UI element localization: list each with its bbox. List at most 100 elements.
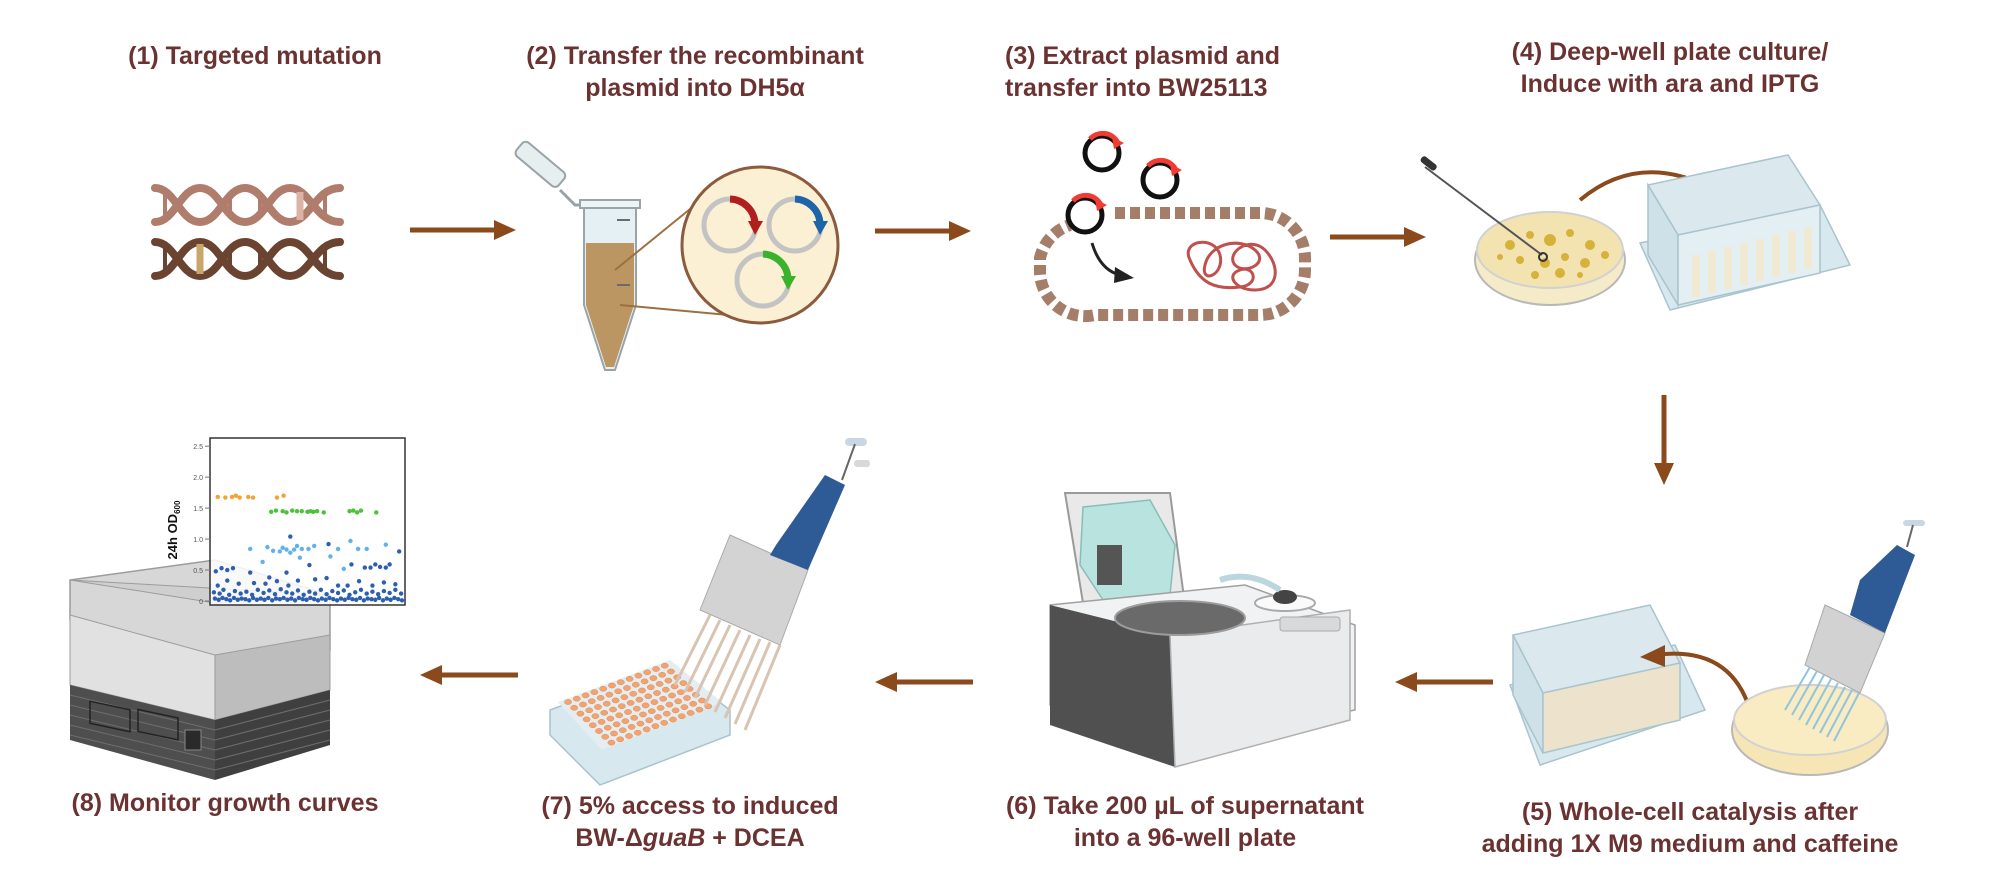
well-icon — [618, 727, 627, 734]
y-tick-label: 1.0 — [193, 537, 203, 544]
data-point-light-blue — [341, 566, 346, 571]
data-point-dark-blue — [323, 597, 328, 602]
arrow-3-to-4-icon — [1330, 227, 1426, 247]
data-point-dark-blue — [381, 588, 387, 594]
well-icon — [621, 718, 630, 724]
well-icon — [630, 714, 639, 721]
data-point-green — [280, 509, 285, 514]
data-point-dark-blue — [315, 598, 321, 603]
well-icon — [616, 679, 625, 686]
well-icon — [615, 712, 624, 719]
data-point-dark-blue — [290, 591, 295, 596]
data-point-light-blue — [311, 543, 317, 549]
data-point-dark-blue — [277, 596, 283, 602]
data-point-green — [294, 509, 300, 514]
data-point-dark-blue — [211, 590, 217, 595]
data-point-dark-blue — [273, 596, 279, 601]
y-tick-label: 0 — [199, 599, 203, 606]
data-point-light-blue — [299, 546, 304, 552]
data-point-dark-blue — [250, 595, 256, 601]
plasmid-icon — [1140, 157, 1182, 200]
data-point-dark-blue — [335, 590, 341, 596]
data-point-orange — [246, 494, 251, 500]
petri-dish-icon — [1474, 211, 1626, 306]
centrifuge-icon — [1049, 492, 1356, 768]
well-icon — [599, 685, 608, 692]
well-icon — [638, 687, 646, 694]
data-point-light-blue — [280, 545, 285, 550]
well-icon — [597, 719, 606, 725]
data-point-orange — [229, 494, 235, 500]
data-point-dark-blue — [342, 597, 347, 602]
data-point-dark-blue — [300, 596, 305, 602]
data-point-dark-blue — [345, 583, 350, 588]
data-point-dark-blue — [226, 592, 232, 598]
data-point-dark-blue — [284, 590, 289, 595]
well-icon — [631, 681, 640, 688]
data-point-dark-blue — [254, 597, 260, 602]
well-icon — [633, 729, 642, 736]
dna-double-helix-icon — [151, 183, 344, 281]
inoculating-loop-icon — [1424, 166, 1543, 256]
data-point-dark-blue — [286, 583, 291, 588]
data-point-dark-blue — [236, 581, 241, 586]
data-point-dark-blue — [312, 577, 318, 582]
well-icon — [667, 668, 675, 675]
data-point-dark-blue — [216, 597, 221, 602]
data-point-dark-blue — [380, 598, 386, 603]
multichannel-pipette-deep-well-plate-icon — [1509, 520, 1925, 776]
well-icon — [594, 704, 602, 710]
data-point-green — [269, 509, 274, 515]
step-7-strain-suffix: + DCEA — [705, 824, 805, 852]
data-point-orange — [223, 495, 228, 500]
well-icon — [651, 723, 660, 729]
data-point-light-blue — [355, 546, 361, 552]
well-icon — [689, 700, 698, 707]
well-icon — [656, 705, 665, 711]
data-point-light-blue — [260, 559, 265, 565]
data-point-dark-blue — [232, 588, 238, 594]
step-1-label-line-1: (1) Targeted mutation — [128, 42, 382, 70]
arrow-2-to-3-icon — [875, 221, 971, 241]
well-icon — [649, 675, 658, 681]
data-point-dark-blue — [364, 591, 369, 596]
step-7-label: (7) 5% access to induced BW-ΔguaB + DCEA — [510, 790, 870, 854]
data-point-dark-blue — [383, 565, 389, 570]
well-icon — [570, 704, 579, 711]
data-point-dark-blue — [225, 578, 230, 583]
data-point-dark-blue — [373, 562, 378, 567]
step-5-label-line-2: adding 1X M9 medium and caffeine — [1481, 830, 1899, 858]
data-point-dark-blue — [357, 595, 363, 601]
data-point-green — [311, 509, 316, 515]
data-point-dark-blue — [212, 596, 218, 601]
data-point-dark-blue — [354, 597, 359, 602]
step-8-label: (8) Monitor growth curves — [55, 787, 395, 819]
data-point-dark-blue — [335, 583, 341, 588]
well-icon — [564, 699, 572, 705]
data-point-dark-blue — [308, 595, 313, 601]
data-point-dark-blue — [274, 578, 280, 584]
data-point-dark-blue — [392, 595, 397, 601]
data-point-green — [374, 510, 379, 515]
data-point-green — [354, 510, 360, 515]
well-icon — [617, 703, 626, 710]
petri-dish-icon — [1731, 684, 1889, 776]
data-point-dark-blue — [292, 598, 298, 603]
microtube-with-plasmids-icon — [514, 140, 840, 371]
chromosome-icon — [1186, 240, 1277, 292]
step-6-label: (6) Take 200 µL of supernatant into a 96… — [975, 790, 1395, 854]
data-point-dark-blue — [235, 597, 240, 602]
data-point-dark-blue — [362, 565, 367, 570]
data-point-dark-blue — [267, 588, 272, 593]
step-3-label: (3) Extract plasmid and transfer into BW… — [1005, 40, 1325, 104]
data-point-dark-blue — [269, 598, 275, 603]
data-point-green — [351, 508, 356, 513]
step-8-label-line-1: (8) Monitor growth curves — [71, 789, 379, 817]
data-point-light-blue — [265, 544, 270, 550]
plasmid-green-icon — [734, 250, 796, 309]
data-point-dark-blue — [312, 591, 318, 596]
data-point-dark-blue — [319, 596, 325, 601]
well-icon — [647, 708, 656, 715]
data-point-dark-blue — [338, 596, 344, 601]
well-icon — [660, 719, 669, 726]
